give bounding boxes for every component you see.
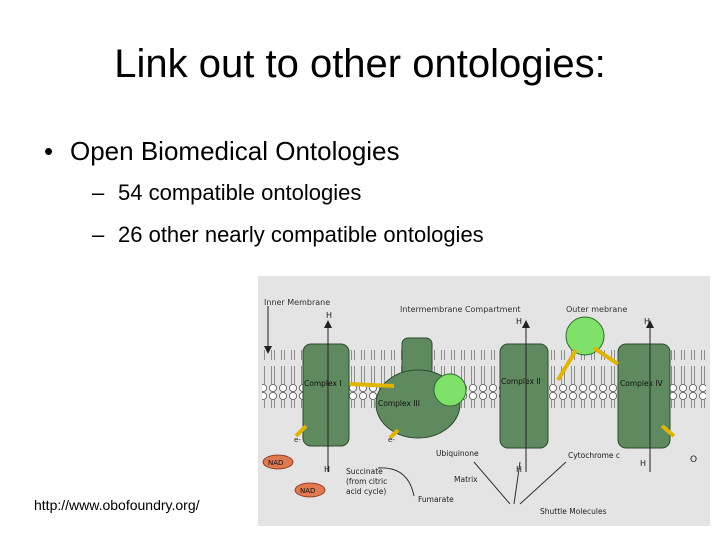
bullet-item: •Open Biomedical Ontologies	[44, 136, 400, 167]
complex-iv-label: Complex IV	[620, 379, 663, 388]
complex-iii-label: Complex III	[378, 399, 420, 408]
obo-foundry-link[interactable]: http://www.obofoundry.org/	[34, 497, 200, 513]
dash-icon: –	[92, 222, 118, 248]
electron-label: e-	[388, 436, 395, 444]
inner-membrane-label: Inner Membrane	[264, 298, 330, 307]
complex-iv-shape	[618, 344, 670, 448]
ubiquinone-label: Ubiquinone	[436, 449, 479, 458]
dash-icon: –	[92, 180, 118, 206]
outer-membrane-label: Outer mebrane	[566, 305, 627, 314]
h-plus-label: H	[324, 465, 330, 474]
sub-item: –54 compatible ontologies	[92, 180, 361, 206]
electron-transport-chain-figure: Inner Membrane Intermembrane Compartment…	[258, 276, 710, 526]
citric-label: (from citric	[346, 477, 387, 486]
nad-label: NAD	[268, 459, 283, 467]
cytochrome-label: Cytochrome c	[568, 451, 620, 460]
complex-i-label: Complex I	[304, 379, 342, 388]
complex-i-shape	[303, 344, 349, 446]
succinate-label: Succinate	[346, 467, 383, 476]
bullet-text: Open Biomedical Ontologies	[70, 136, 400, 166]
acid-cycle-label: acid cycle)	[346, 487, 386, 496]
complex-ii-shape	[500, 344, 548, 448]
complex-ii-label: Complex II	[501, 377, 541, 386]
sub-item-text: 26 other nearly compatible ontologies	[118, 222, 484, 247]
sub-item-text: 54 compatible ontologies	[118, 180, 361, 205]
matrix-label: Matrix	[454, 475, 478, 484]
shuttle-label: Shuttle Molecules	[540, 507, 607, 516]
bullet-dot-icon: •	[44, 136, 70, 167]
h-plus-label: H	[644, 317, 650, 326]
h-plus-label: H	[516, 317, 522, 326]
ubiquinone-carrier	[434, 374, 466, 406]
sub-item: –26 other nearly compatible ontologies	[92, 222, 484, 248]
intermembrane-label: Intermembrane Compartment	[400, 305, 521, 314]
h-plus-label: H	[640, 459, 646, 468]
oxygen-label: O	[690, 455, 697, 465]
slide-title: Link out to other ontologies:	[0, 42, 720, 86]
electron-label: e-	[294, 436, 301, 444]
nad-label: NAD	[300, 487, 315, 495]
fumarate-label: Fumarate	[418, 495, 454, 504]
h-plus-label: H	[326, 311, 332, 320]
